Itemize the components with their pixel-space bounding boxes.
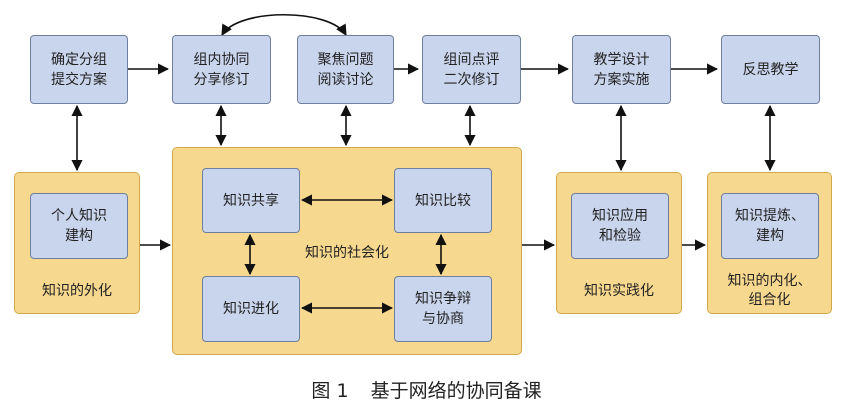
practice-label: 知识实践化 xyxy=(584,283,654,299)
knowledge-debate-box: 知识争辩 与协商 xyxy=(394,276,492,342)
share-revise-box: 组内协同 分享修订 xyxy=(172,35,271,104)
internalization-label: 知识的内化、 组合化 xyxy=(727,273,812,308)
figure-caption: 图 1 基于网络的协同备课 xyxy=(0,376,853,403)
externalization-label: 知识的外化 xyxy=(42,283,112,299)
figure-number: 图 1 xyxy=(311,380,349,402)
focus-read-box: 聚焦问题 阅读讨论 xyxy=(297,35,394,104)
socialization-label: 知识的社会化 xyxy=(305,245,389,261)
review-revise-box: 组间点评 二次修订 xyxy=(422,35,521,104)
group-proposal-box: 确定分组 提交方案 xyxy=(30,35,128,104)
reflect-box: 反思教学 xyxy=(721,35,820,104)
knowledge-advance-box: 知识进化 xyxy=(202,276,300,342)
knowledge-compare-box: 知识比较 xyxy=(394,168,492,233)
application-test-box: 知识应用 和检验 xyxy=(571,193,669,259)
arrow-share-focus-cycle xyxy=(221,14,347,36)
figure-title: 基于网络的协同备课 xyxy=(370,380,542,402)
personal-construction-box: 个人知识 建构 xyxy=(30,193,128,259)
knowledge-share-box: 知识共享 xyxy=(202,168,300,233)
refine-construct-box: 知识提炼、 建构 xyxy=(721,193,819,259)
implement-box: 教学设计 方案实施 xyxy=(572,35,671,104)
